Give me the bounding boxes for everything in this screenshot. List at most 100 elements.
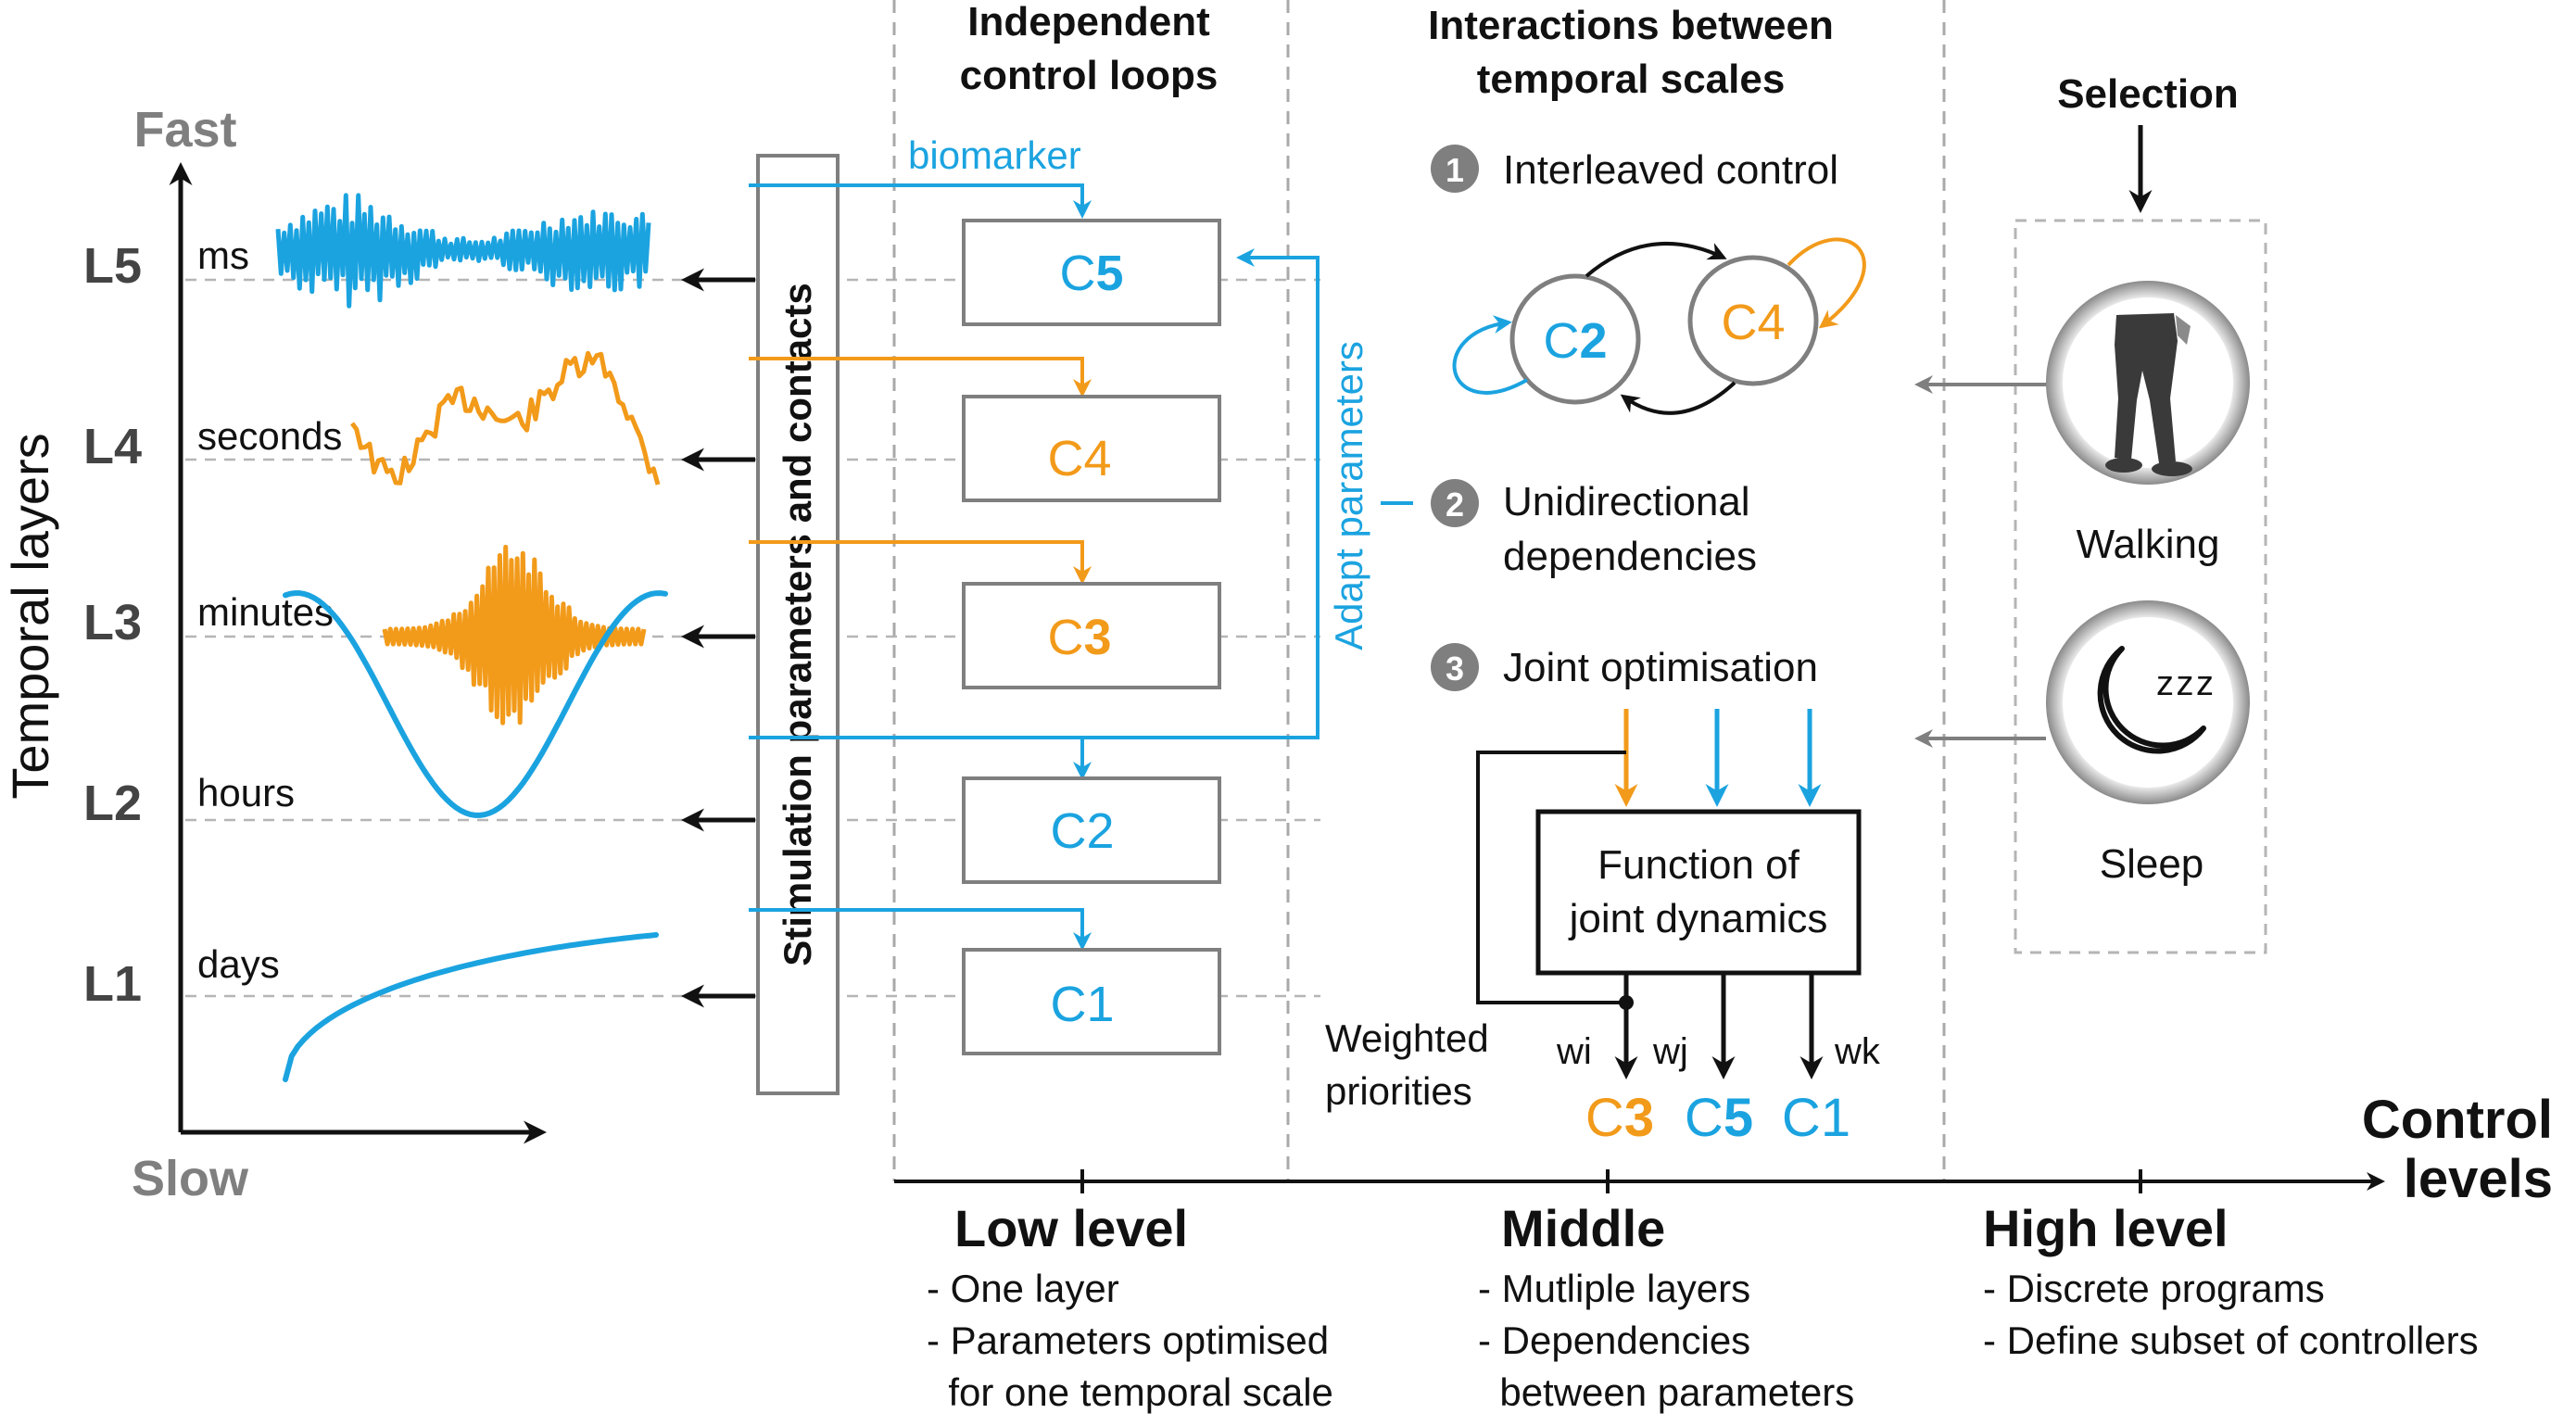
selection-label: Selection: [2057, 71, 2239, 117]
number-badge-text: 3: [1446, 650, 1464, 688]
biomarker-label: biomarker: [908, 133, 1081, 177]
item-label: dependencies: [1503, 534, 1757, 579]
self-loop-c4: [1787, 237, 1866, 329]
moon-icon: [2097, 646, 2206, 754]
middle-header-line2: temporal scales: [1477, 57, 1786, 102]
circle-c2-label: C2: [1543, 313, 1607, 369]
level-bullet: - Discrete programs: [1983, 1267, 2325, 1310]
sleep-label: Sleep: [2100, 841, 2204, 887]
middle-header-line1: Interactions between: [1428, 3, 1834, 48]
function-label-line1: Function of: [1597, 842, 1799, 888]
circle-c2: [1509, 273, 1641, 405]
level-descriptions: Low level - One layer - Parameters optim…: [927, 1199, 2479, 1414]
weight-label: wk: [1834, 1031, 1881, 1072]
control-axis-label-line1: Control: [2362, 1090, 2553, 1150]
number-badge: [1431, 145, 1479, 193]
controller-label: C4: [1047, 431, 1111, 486]
zzz-icon: z z z: [2156, 664, 2213, 703]
stimulation-label: Stimulation parameters and contacts: [776, 283, 819, 966]
controller-box: [962, 776, 1221, 884]
weight-label: wj: [1652, 1031, 1688, 1072]
controller-c3: C3: [962, 582, 1221, 689]
biomarker-line-c5: [749, 183, 1092, 219]
walking-icon: [2105, 313, 2192, 476]
controller-box: [962, 582, 1221, 689]
middle-section: Interactions between temporal scales 1 I…: [1325, 3, 1881, 1148]
controller-label: C3: [1047, 610, 1111, 665]
sense-line-c4: [749, 357, 1092, 398]
controller-c1: C1: [962, 948, 1221, 1055]
weighted-priorities-line2: priorities: [1325, 1069, 1472, 1113]
level-title: Low level: [954, 1199, 1188, 1257]
walking-mode: Walking: [2046, 281, 2250, 567]
controller-c5: C5: [962, 219, 1221, 326]
control-levels-axis: Control levels: [894, 1090, 2553, 1209]
temporal-axis: Fast Slow Temporal layers: [1, 102, 547, 1206]
sleep-disc: [2063, 617, 2233, 788]
controller-box: [962, 948, 1221, 1055]
sense-line-c1: [749, 908, 1092, 951]
high-level-section: Selection Walking z z z Sleep: [1914, 71, 2267, 954]
controller-c2: C2: [962, 776, 1221, 884]
level-title: Middle: [1501, 1199, 1665, 1257]
signal-trace-hours: [283, 590, 668, 818]
controller-box: [962, 395, 1221, 502]
sleep-mode: z z z Sleep: [2046, 600, 2250, 887]
function-box: [1535, 809, 1862, 976]
number-badge-text: 2: [1446, 486, 1464, 524]
layer-id: L4: [83, 419, 142, 474]
signal-trace-ms: [275, 193, 651, 309]
controller-label: C1: [1050, 977, 1114, 1032]
output-label: C5: [1685, 1088, 1753, 1148]
stimulation-box: Stimulation parameters and contacts: [756, 154, 840, 1095]
temporal-layers-label: Temporal layers: [1, 433, 59, 799]
interleaved-diagram: C2 C4: [1452, 237, 1866, 415]
slow-label: Slow: [132, 1151, 249, 1206]
layer-scale: hours: [197, 771, 295, 814]
layer-arrows: [681, 268, 755, 1008]
low-level-section: Independent control loops biomarker Adap…: [749, 0, 1413, 1055]
signal-traces: [275, 193, 668, 1082]
sense-line-c3: [749, 540, 1092, 585]
level-bullet: - One layer: [927, 1267, 1119, 1310]
stimulation-rect: [756, 154, 840, 1095]
low-header-line1: Independent: [967, 0, 1210, 44]
level-bullet: - Define subset of controllers: [1983, 1319, 2479, 1362]
circle-c4-label: C4: [1721, 295, 1785, 350]
number-badge-text: 1: [1446, 151, 1464, 189]
function-label-line2: joint dynamics: [1568, 896, 1828, 941]
item-label: Interleaved control: [1503, 147, 1838, 193]
weight-label: wi: [1556, 1031, 1592, 1072]
layer-id: L2: [83, 776, 142, 831]
walking-label: Walking: [2077, 522, 2220, 567]
signal-trace-days: [283, 932, 659, 1082]
level-bullet: - Parameters optimised: [927, 1319, 1329, 1362]
level-title: High level: [1983, 1199, 2229, 1257]
layer-id: L5: [83, 238, 142, 294]
item-label: Joint optimisation: [1503, 645, 1818, 690]
weighted-priorities-line1: Weighted: [1325, 1016, 1489, 1060]
controller-label: C5: [1059, 246, 1123, 301]
low-header-line2: control loops: [960, 53, 1219, 98]
arrow-c4-to-c2: [1620, 381, 1736, 415]
level-bullet: - Dependencies: [1478, 1319, 1750, 1362]
layer-id: L1: [83, 956, 142, 1012]
control-axis-label-line2: levels: [2404, 1149, 2553, 1209]
level-bullet: for one temporal scale: [927, 1370, 1333, 1414]
layer-id: L3: [83, 595, 142, 650]
layer-scale: seconds: [197, 414, 342, 458]
adapt-parameters-line: [838, 248, 1320, 739]
self-loop-c2: [1452, 315, 1528, 395]
output-label: C1: [1782, 1088, 1850, 1148]
fast-label: Fast: [133, 102, 236, 158]
level-bullet: between parameters: [1478, 1370, 1854, 1414]
arrow-c2-to-c4: [1585, 241, 1727, 278]
circle-c4: [1687, 255, 1819, 386]
layer-scale: ms: [197, 233, 249, 277]
number-badge: [1431, 643, 1479, 691]
signal-trace-seconds: [349, 350, 661, 486]
level-bullet: - Mutliple layers: [1478, 1267, 1750, 1310]
number-badge: [1431, 479, 1479, 527]
